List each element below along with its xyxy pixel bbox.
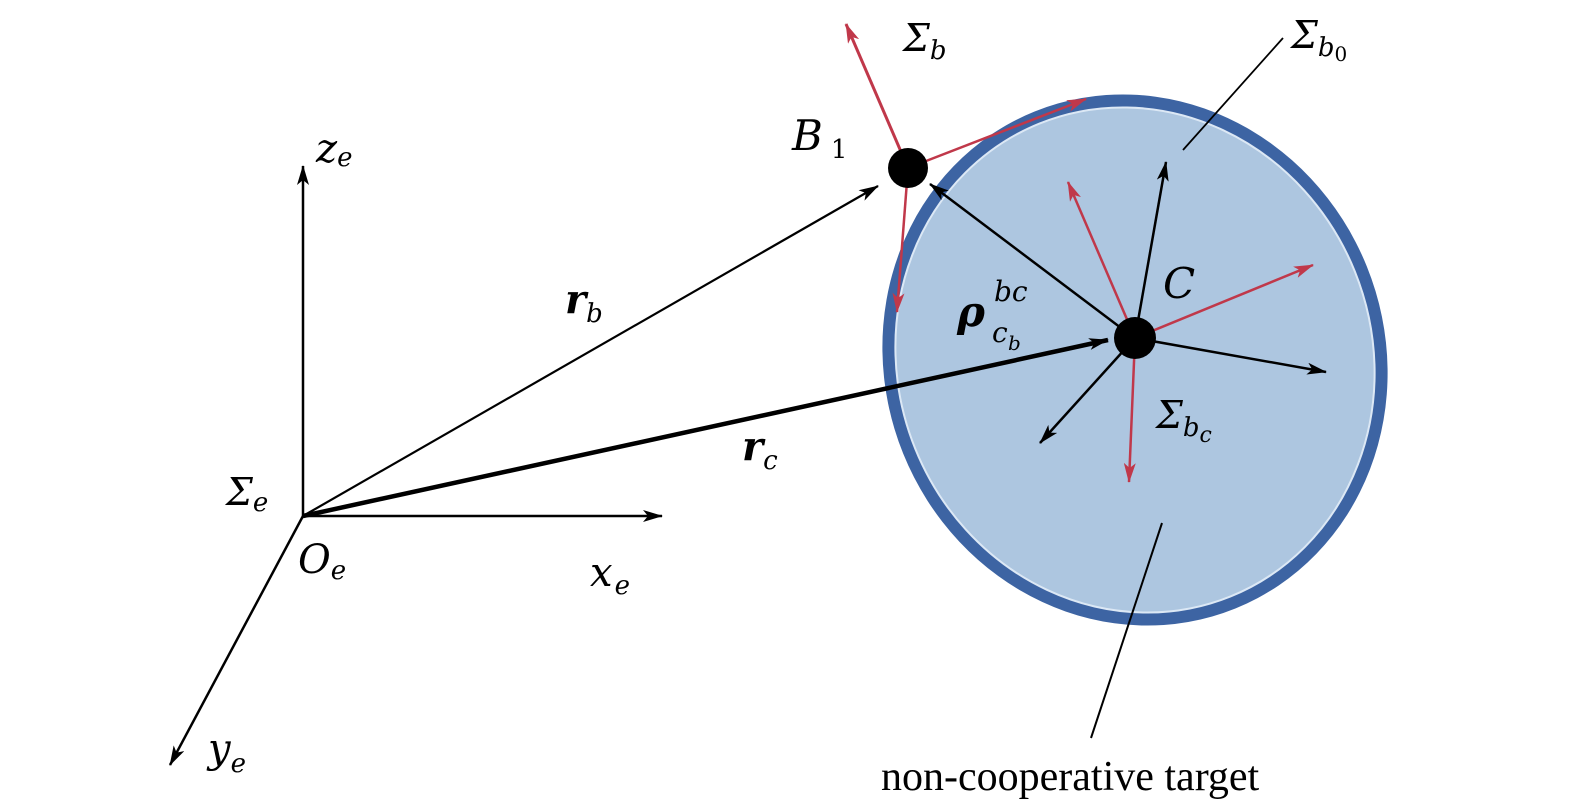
origin-label: Oe: [298, 537, 346, 586]
frame-b0-axis-down: [1039, 337, 1136, 444]
frame-b0-axis-right: [1134, 336, 1327, 375]
rho-label: ρ bc c b: [956, 262, 1041, 355]
x-axis-label: xe: [590, 550, 630, 601]
sigma-bc-label: Σbc: [1154, 393, 1212, 448]
point-b1: [888, 148, 928, 188]
frame-bc-axes: [1066, 181, 1314, 483]
frame-bc-axis-upleft: [1066, 181, 1137, 339]
frame-b-axis-up: [844, 23, 910, 169]
r-c-label: rc: [742, 423, 778, 476]
frame-b0-axes: [1039, 161, 1327, 444]
y-axis-label: ye: [206, 726, 246, 779]
target-caption: non-cooperative target: [881, 754, 1260, 800]
r-b-label: rb: [565, 276, 603, 329]
frame-b-axis-down: [892, 167, 910, 313]
rho-vector: [929, 183, 1134, 338]
frame-b0-axis-up: [1133, 161, 1169, 339]
frame-bc-axis-down: [1123, 337, 1137, 483]
r-b-vector: [302, 185, 879, 517]
inertial-axes: [168, 165, 663, 766]
z-axis-label: ze: [315, 126, 352, 173]
sigma-b-label: Σb: [901, 16, 947, 66]
frame-b-axis-right: [907, 97, 1087, 170]
leader-line-target: [1090, 522, 1163, 739]
frame-bc-axis-right: [1134, 263, 1314, 340]
sigma-b0-label: Σb0: [1289, 13, 1347, 66]
y-axis-arrow: [168, 515, 305, 766]
point-c: [1114, 317, 1156, 359]
frame-b-axes: [844, 23, 1087, 313]
leader-line-sigma-b0: [1182, 37, 1284, 151]
c-label: C: [1163, 259, 1195, 308]
inertial-frame-label: Σe: [224, 470, 268, 518]
r-c-vector: [302, 337, 1109, 519]
